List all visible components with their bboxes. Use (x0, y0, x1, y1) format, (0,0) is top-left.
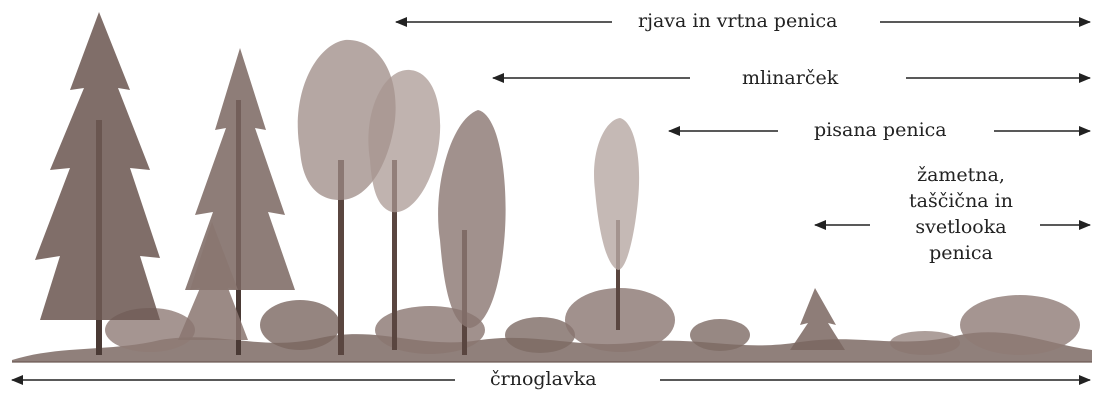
label-lower: žametna, taščična in svetlooka penica (886, 162, 1036, 266)
label-lower-line-2: taščična in (886, 188, 1036, 214)
label-lower-line-1: žametna, (886, 162, 1036, 188)
ground-vegetation (12, 288, 1092, 362)
label-canopy-top: rjava in vrtna penica (632, 12, 844, 31)
spruce-tall (35, 12, 160, 355)
label-lower-line-3: svetlooka (886, 214, 1036, 240)
label-upper: mlinarček (736, 69, 844, 88)
label-lower-line-4: penica (886, 240, 1036, 266)
label-ground: črnoglavka (484, 370, 603, 389)
label-middle: pisana penica (808, 121, 953, 140)
conifer-young (790, 288, 845, 350)
